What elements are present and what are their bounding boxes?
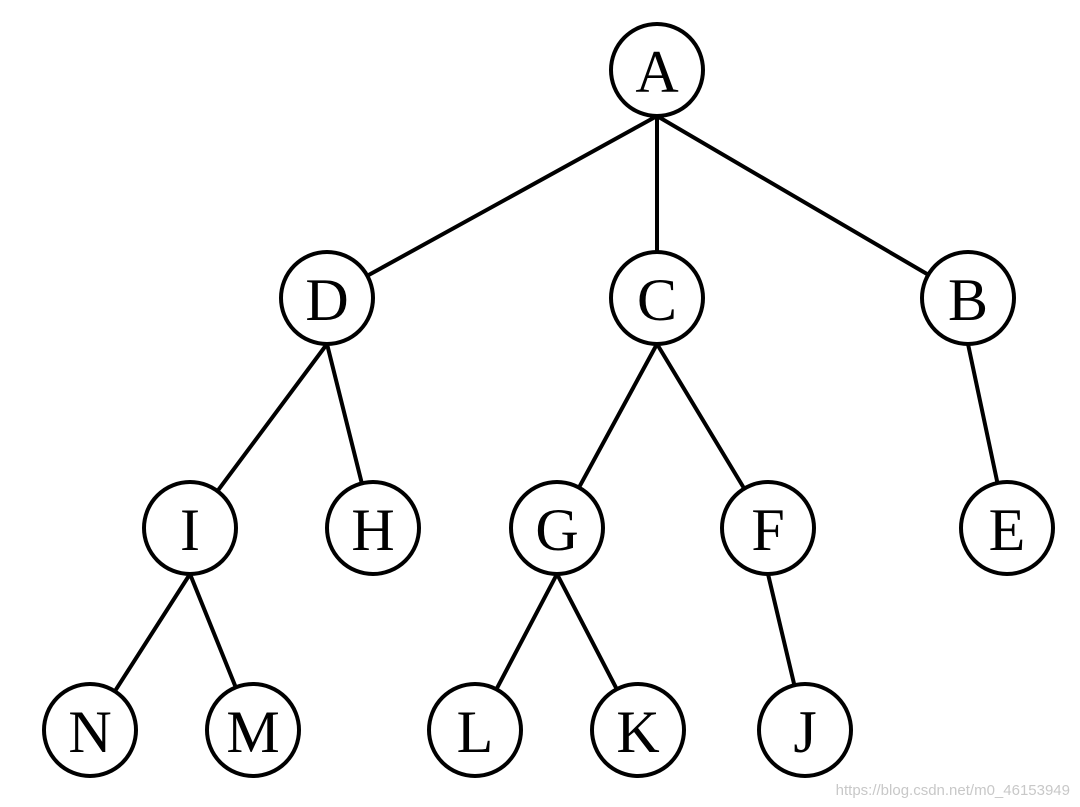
node-b: B bbox=[920, 250, 1016, 346]
node-circle bbox=[609, 250, 705, 346]
tree-nodes: A D C B I H G F E N M L K J bbox=[42, 22, 1055, 778]
node-circle bbox=[757, 682, 853, 778]
node-n: N bbox=[42, 682, 138, 778]
edge-i-n bbox=[112, 572, 192, 694]
node-label: N bbox=[68, 699, 111, 765]
node-label: C bbox=[637, 267, 677, 333]
node-label: A bbox=[635, 39, 678, 105]
watermark-url: https://blog.csdn.net/m0_46153949 bbox=[835, 782, 1070, 799]
node-m: M bbox=[205, 682, 301, 778]
node-label: D bbox=[305, 267, 348, 333]
edge-a-d bbox=[365, 114, 659, 278]
node-circle bbox=[279, 250, 375, 346]
node-label: H bbox=[351, 497, 394, 563]
node-circle bbox=[720, 480, 816, 576]
tree-edges bbox=[112, 114, 1000, 694]
node-circle bbox=[142, 480, 238, 576]
node-l: L bbox=[427, 682, 523, 778]
node-circle bbox=[42, 682, 138, 778]
edge-i-m bbox=[188, 572, 238, 690]
node-label: L bbox=[457, 699, 494, 765]
node-circle bbox=[920, 250, 1016, 346]
node-circle bbox=[427, 682, 523, 778]
edge-d-h bbox=[325, 342, 364, 486]
node-label: M bbox=[226, 699, 279, 765]
node-label: K bbox=[616, 699, 659, 765]
node-f: F bbox=[720, 480, 816, 576]
edge-d-i bbox=[215, 342, 329, 494]
node-label: E bbox=[989, 497, 1026, 563]
node-e: E bbox=[959, 480, 1055, 576]
node-circle bbox=[590, 682, 686, 778]
edge-a-b bbox=[655, 114, 931, 277]
edge-c-g bbox=[576, 342, 659, 490]
node-k: K bbox=[590, 682, 686, 778]
node-c: C bbox=[609, 250, 705, 346]
node-d: D bbox=[279, 250, 375, 346]
node-h: H bbox=[325, 480, 421, 576]
edge-f-j bbox=[766, 572, 797, 688]
node-circle bbox=[609, 22, 705, 118]
node-circle bbox=[509, 480, 605, 576]
node-j: J bbox=[757, 682, 853, 778]
node-circle bbox=[959, 480, 1055, 576]
node-i: I bbox=[142, 480, 238, 576]
edge-c-f bbox=[655, 342, 747, 491]
node-circle bbox=[325, 480, 421, 576]
node-label: F bbox=[751, 497, 784, 563]
edge-g-k bbox=[555, 572, 619, 692]
node-label: I bbox=[180, 497, 200, 563]
node-g: G bbox=[509, 480, 605, 576]
edge-g-l bbox=[494, 572, 559, 692]
node-circle bbox=[205, 682, 301, 778]
node-a: A bbox=[609, 22, 705, 118]
node-label: J bbox=[793, 699, 816, 765]
node-label: G bbox=[535, 497, 578, 563]
edge-b-e bbox=[966, 342, 1000, 485]
node-label: B bbox=[948, 267, 988, 333]
